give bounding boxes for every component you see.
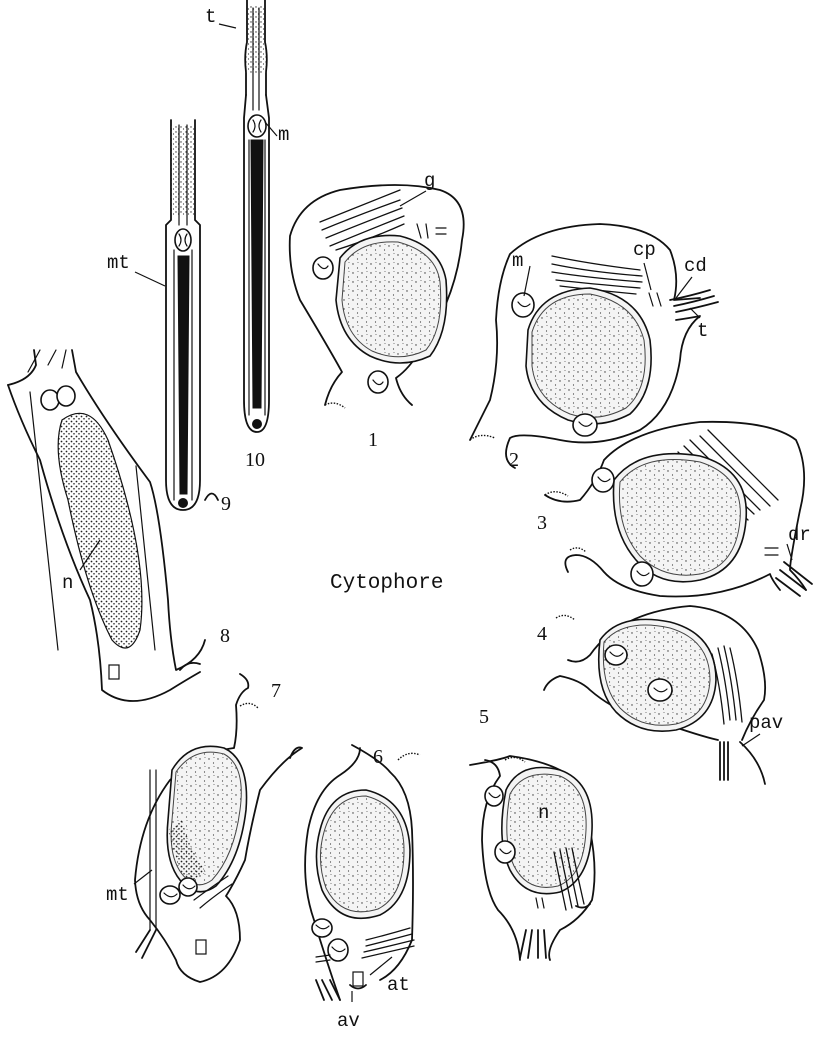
stage-numbers: 1 2 3 4 5 6 7 8 9 10 — [220, 429, 547, 768]
label-mt-left: mt — [107, 252, 130, 274]
stage-number-8: 8 — [220, 625, 230, 647]
stage-number-2: 2 — [509, 449, 519, 471]
label-m-cell2: m — [512, 250, 523, 272]
label-mt-cell7: mt — [106, 884, 129, 906]
stage-number-1: 1 — [368, 429, 378, 451]
label-dr: dr — [788, 524, 811, 546]
label-at: at — [387, 974, 410, 996]
stage-6-cell — [305, 745, 420, 1000]
stage-number-10: 10 — [245, 449, 265, 471]
stage-number-5: 5 — [479, 706, 489, 728]
stage-9-spermatid — [166, 120, 218, 510]
label-av: av — [337, 1010, 360, 1032]
stage-3-cell — [545, 422, 812, 597]
label-cd: cd — [684, 255, 707, 277]
label-n-cell8: n — [62, 572, 73, 594]
stage-2-cell — [470, 224, 718, 468]
label-t-cell2: t — [697, 320, 708, 342]
stage-7-cell — [135, 674, 302, 982]
label-cp: cp — [633, 239, 656, 261]
stage-4-cell — [544, 606, 765, 784]
cytophore-label: Cytophore — [330, 572, 443, 595]
stage-number-9: 9 — [221, 493, 231, 515]
stage-number-6: 6 — [373, 746, 383, 768]
label-pav: pav — [749, 712, 783, 734]
stage-1-cell — [290, 185, 464, 408]
stage-5-cell — [470, 756, 595, 960]
stage-10-spermatid — [244, 0, 269, 432]
label-g: g — [424, 170, 435, 192]
stage-number-7: 7 — [271, 680, 281, 702]
stage-8-spermatid — [8, 350, 205, 701]
label-n-cell5: n — [538, 802, 549, 824]
stage-number-3: 3 — [537, 512, 547, 534]
label-t-top: t — [205, 6, 216, 28]
label-m-top: m — [278, 124, 289, 146]
stage-number-4: 4 — [537, 623, 547, 645]
